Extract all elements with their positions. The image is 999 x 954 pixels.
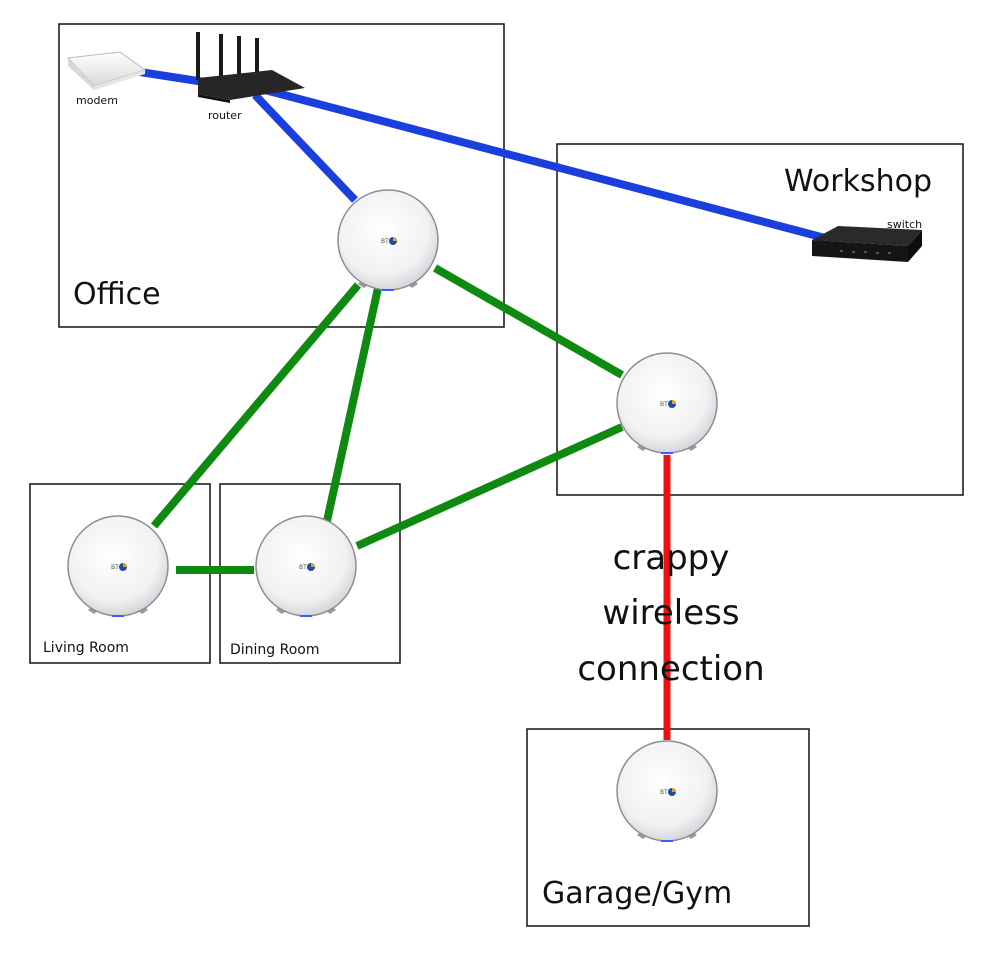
room-label-dining-room: Dining Room: [230, 642, 320, 658]
room-office: [58, 23, 505, 328]
modem-label: modem: [76, 94, 118, 107]
room-label-living-room: Living Room: [43, 640, 129, 656]
garage-gym-disc: [616, 740, 718, 843]
annotation-line-1: crappy: [613, 538, 730, 578]
switch-label: switch: [887, 218, 922, 231]
link-router-office-disc: [252, 92, 358, 203]
annotation-line-2: wireless: [602, 593, 739, 633]
room-label-workshop: Workshop: [784, 164, 932, 199]
link-office-workshop: [433, 264, 624, 379]
room-workshop: [556, 143, 964, 496]
annotation: crappy wireless connection: [577, 538, 764, 689]
link-dining-workshop: [355, 423, 624, 550]
links-wireless-good: [150, 264, 624, 574]
modem-device: [66, 51, 147, 90]
router-label: router: [208, 109, 242, 122]
annotation-line-3: connection: [577, 649, 764, 689]
room-label-office: Office: [73, 277, 161, 312]
link-office-living: [150, 282, 362, 529]
link-router-switch: [248, 82, 827, 242]
office-disc: [337, 189, 439, 292]
dining-room-disc: [255, 515, 357, 618]
link-office-dining: [323, 287, 382, 522]
router-device: [196, 32, 305, 103]
living-room-disc: [67, 515, 169, 618]
switch-device: [812, 226, 922, 262]
room-label-garage-gym: Garage/Gym: [542, 876, 732, 911]
workshop-disc: [616, 352, 718, 455]
